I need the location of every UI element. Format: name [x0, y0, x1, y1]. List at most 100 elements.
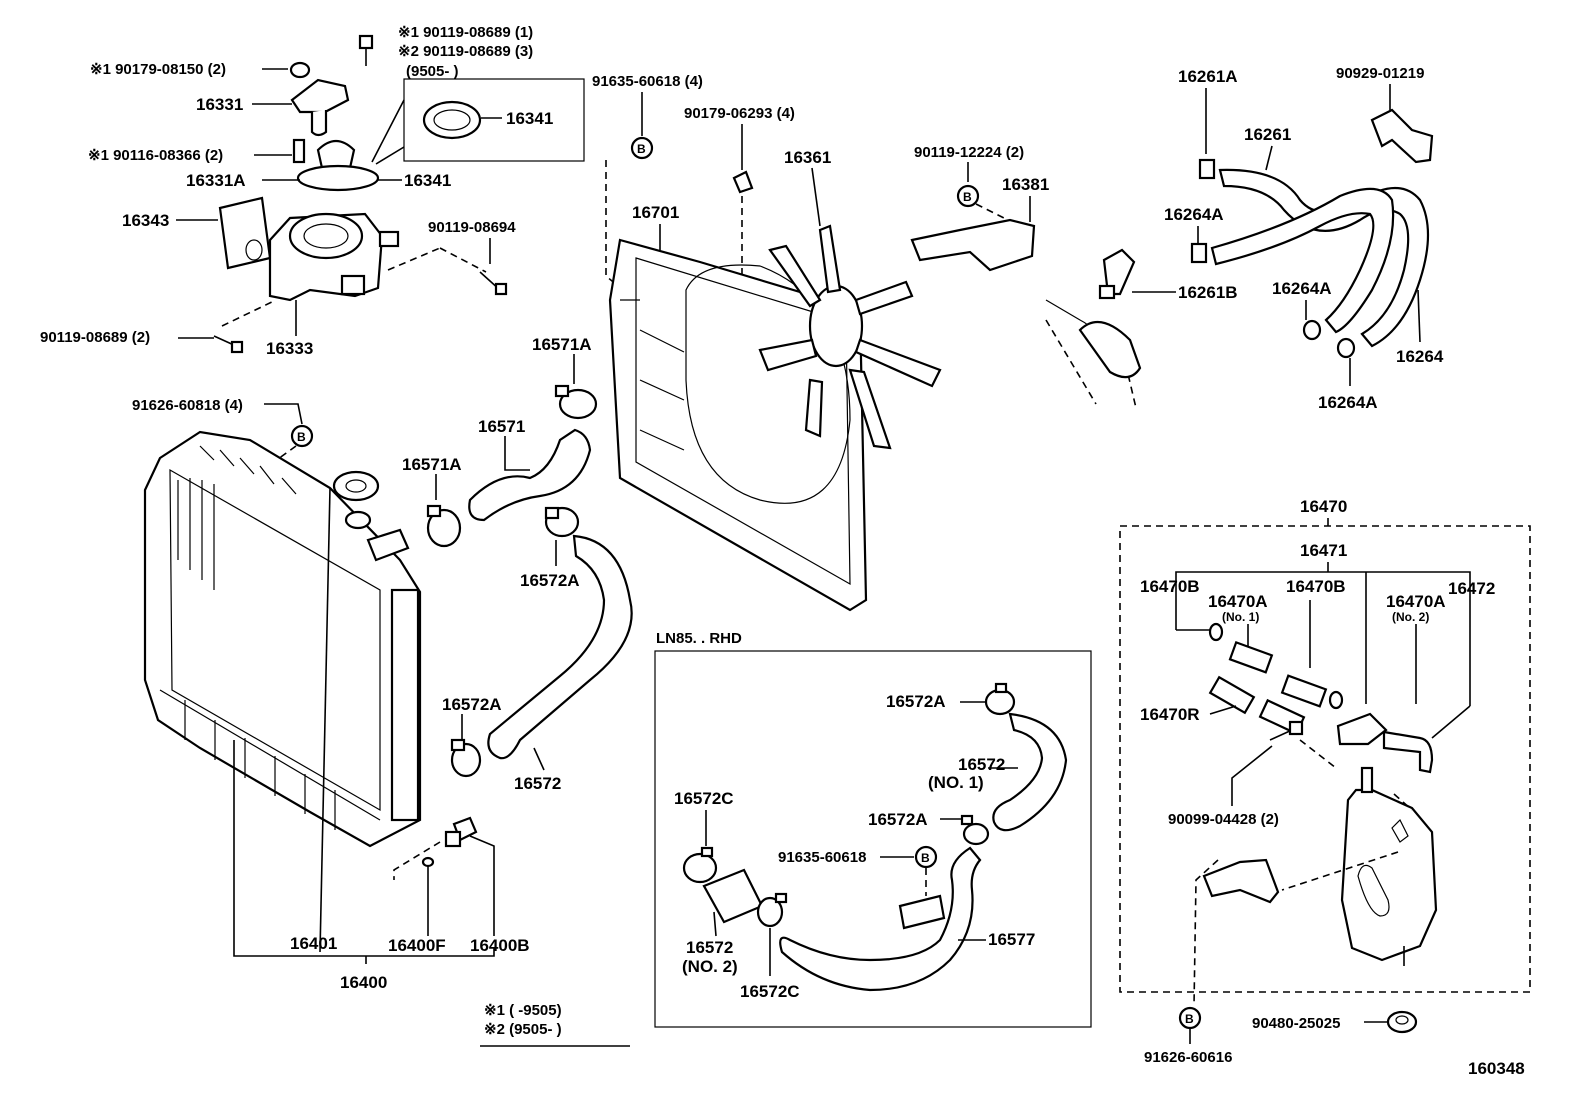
hose-clamp-icon: [554, 384, 598, 420]
engine-pipe-icon: [1045, 299, 1142, 409]
label-90116-08366: ※1 90116-08366 (2): [88, 147, 223, 164]
hose-clamp-icon: [1328, 690, 1344, 710]
label-16572A-4: 16572A: [868, 810, 928, 829]
label-16470A-1: 16470A: [1208, 592, 1268, 611]
label-90119-12224: 90119-12224 (2): [914, 144, 1024, 161]
ref-b-label: B: [963, 190, 972, 204]
label-16470B-2: 16470B: [1286, 577, 1346, 596]
hose-clamp-icon: [1302, 319, 1322, 341]
label-16264: 16264: [1396, 347, 1444, 366]
label-note-1: ※1 ( -9505): [484, 1002, 562, 1019]
hose-clamp-icon: [426, 504, 462, 548]
label-90119-08694: 90119-08694: [428, 219, 516, 236]
label-16341-a: 16341: [506, 109, 553, 128]
label-no2-small: (No. 2): [1392, 610, 1429, 624]
bracket-icon: [1202, 858, 1280, 904]
label-note-2: ※2 (9505- ): [484, 1021, 562, 1038]
bracket-icon: [898, 894, 946, 930]
ref-b-label: B: [637, 142, 646, 156]
gasket-inset-box: [403, 78, 585, 162]
small-hose-icon: [1228, 640, 1274, 674]
label-16572A-1: 16572A: [520, 571, 580, 590]
label-16401: 16401: [290, 934, 337, 953]
label-91626-60818: 91626-60818 (4): [132, 397, 243, 414]
label-16701: 16701: [632, 203, 679, 222]
hose-clamp-icon: [450, 738, 482, 778]
label-16470: 16470: [1300, 497, 1347, 516]
bolt-icon: [358, 34, 374, 66]
label-16264A-2: 16264A: [1272, 279, 1332, 298]
hose-clamp-icon: [960, 814, 990, 846]
label-16470A-2: 16470A: [1386, 592, 1446, 611]
bolt-icon: [479, 271, 508, 296]
ref-b-label: B: [297, 430, 306, 444]
label-16571A-1: 16571A: [532, 335, 592, 354]
label-90119-08689-3: ※2 90119-08689 (3): [398, 43, 533, 60]
label-16572C-2: 16572C: [740, 982, 800, 1001]
label-16572: 16572: [514, 774, 561, 793]
label-90929-01219: 90929-01219: [1336, 65, 1424, 82]
label-16261: 16261: [1244, 125, 1291, 144]
hose-clamp-icon: [984, 682, 1016, 716]
label-16572A-2: 16572A: [442, 695, 502, 714]
label-ln85-rhd: LN85. . RHD: [656, 630, 742, 647]
hose-no1-icon: [992, 712, 1068, 832]
bolt-ref-b-icon: [914, 845, 938, 869]
label-16331: 16331: [196, 95, 243, 114]
label-90179-08150: ※1 90179-08150 (2): [90, 61, 226, 78]
cap-icon: [1386, 1010, 1418, 1034]
label-16470R: 16470R: [1140, 705, 1200, 724]
heater-hoses-icon: [1210, 168, 1430, 348]
label-16571: 16571: [478, 417, 525, 436]
stud-bolt-icon: [292, 138, 306, 164]
label-no1: (NO. 1): [928, 773, 984, 792]
label-16471: 16471: [1300, 541, 1347, 560]
water-pipe-icon: [779, 846, 982, 992]
fan-shroud-icon: [608, 238, 868, 612]
label-16470B-1: 16470B: [1140, 577, 1200, 596]
hose-clamp-icon: [756, 892, 788, 928]
label-16572A-3: 16572A: [886, 692, 946, 711]
catalog-number: 160348: [1468, 1059, 1525, 1078]
label-16400: 16400: [340, 973, 387, 992]
label-16343: 16343: [122, 211, 169, 230]
o-ring-icon: [422, 100, 482, 140]
thermostat-icon: [296, 139, 380, 192]
nut-icon: [289, 61, 311, 79]
water-outlet-icon: [290, 78, 350, 137]
label-90099-04428: 90099-04428 (2): [1168, 811, 1279, 828]
label-91635-60618: 91635-60618: [778, 849, 866, 866]
small-hose-icon: [1280, 674, 1328, 708]
label-16472: 16472: [1448, 579, 1495, 598]
label-16333: 16333: [266, 339, 313, 358]
label-16264A-1: 16264A: [1164, 205, 1224, 224]
bolt-icon: [213, 335, 244, 354]
label-16572C-1: 16572C: [674, 789, 734, 808]
drain-cock-icon: [444, 816, 478, 848]
label-16571A-2: 16571A: [402, 455, 462, 474]
bolt-ref-b-icon: [290, 424, 314, 448]
hose-clamp-icon: [544, 506, 580, 538]
label-9505: (9505- ): [406, 63, 459, 80]
ref-b-label: B: [921, 851, 930, 865]
label-16381: 16381: [1002, 175, 1049, 194]
label-16400F: 16400F: [388, 936, 446, 955]
hose-clamp-icon: [1208, 622, 1224, 642]
lower-radiator-hose-icon: [487, 534, 633, 760]
label-no1-small: (No. 1): [1222, 610, 1259, 624]
bolt-ref-b-icon: [630, 136, 654, 160]
label-16400B: 16400B: [470, 936, 530, 955]
gasket-icon: [218, 196, 272, 270]
radiator-icon: [143, 430, 422, 848]
label-16361: 16361: [784, 148, 831, 167]
ln85-rhd-inset-box: [654, 650, 1092, 1028]
hose-clamp-icon: [682, 846, 718, 884]
label-16261A: 16261A: [1178, 67, 1238, 86]
label-90119-08689-2: 90119-08689 (2): [40, 329, 150, 346]
bolt-icon: [1269, 720, 1304, 741]
cooling-fan-icon: [758, 224, 942, 450]
upper-radiator-hose-icon: [468, 428, 592, 522]
gasket-ring-icon: [421, 856, 435, 868]
cap-fitting-icon: [1336, 712, 1434, 774]
